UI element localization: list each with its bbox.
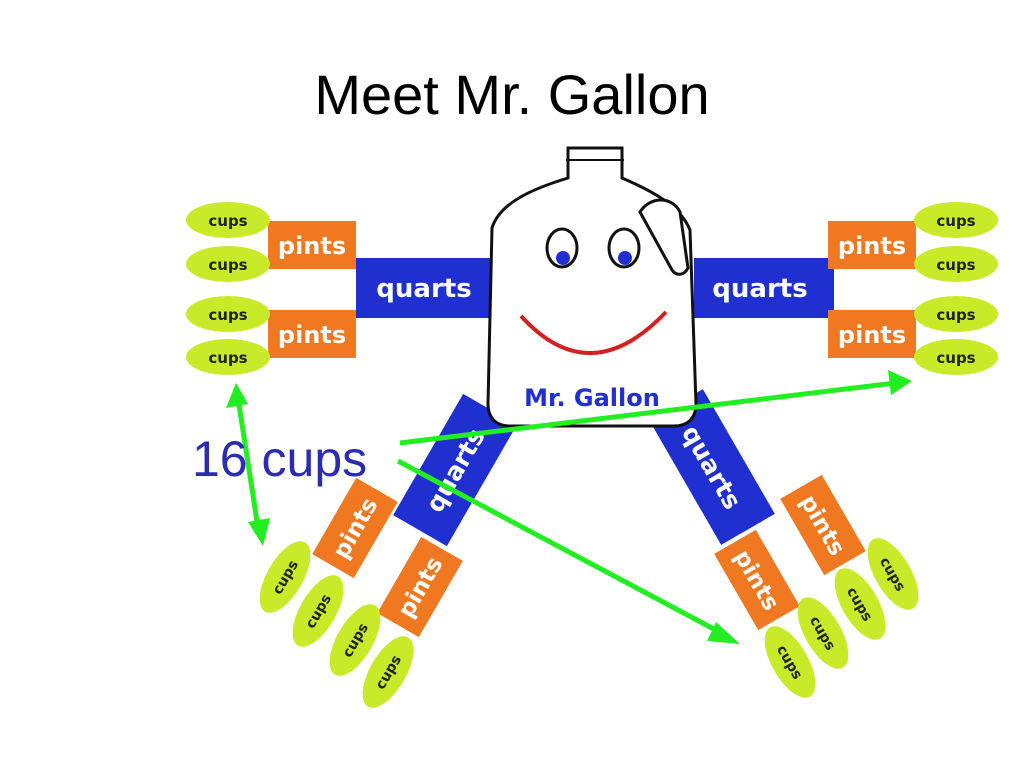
left-leg-cup-3	[329, 604, 381, 676]
left-leg-cup-2	[292, 575, 344, 647]
left-pupil	[556, 251, 570, 265]
right-quarts-label: quarts	[712, 274, 807, 304]
right-leg-cup-4	[764, 626, 816, 698]
right-leg-quarts-box	[649, 389, 775, 545]
right-cup-1-label: cups	[936, 212, 975, 230]
left-cup-3-label: cups	[208, 306, 247, 324]
right-leg-cup-2	[834, 568, 886, 640]
left-upper-pints-label: pints	[278, 232, 346, 260]
arrows	[226, 370, 912, 644]
right-cup-4	[914, 339, 998, 375]
left-cup-2	[186, 246, 270, 282]
left-cup-1	[186, 202, 270, 238]
right-upper-pints-box	[828, 221, 916, 269]
left-leg-pints-1-box	[312, 477, 398, 579]
right-arrow-head	[888, 370, 912, 395]
gallon-jug: Mr. Gallon	[486, 146, 698, 428]
left-arrow-head-down	[248, 518, 270, 546]
left-upper-pints-box	[268, 221, 356, 269]
right-leg-pints-2-box	[714, 529, 800, 631]
left-lower-pints-box	[268, 310, 356, 358]
right-leg: quarts pints pints cups cups cups cups	[649, 389, 919, 698]
left-quarts-box	[356, 258, 496, 318]
left-arm: quarts pints pints cups cups cups cups	[186, 202, 496, 375]
mascot-name-label: Mr. Gallon	[524, 384, 660, 412]
right-cup-3	[914, 296, 998, 332]
down-arrow-line	[396, 458, 727, 638]
left-lower-pints-label: pints	[278, 321, 346, 349]
left-double-arrow-line	[235, 397, 261, 529]
slide-title: Meet Mr. Gallon	[314, 63, 710, 126]
left-cup-1-label: cups	[208, 212, 247, 230]
left-leg-cup-1	[259, 541, 311, 613]
right-lower-pints-box	[828, 310, 916, 358]
jug-handle	[638, 198, 690, 276]
right-cup-3-label: cups	[936, 306, 975, 324]
sixteen-cups-callout: 16 cups	[192, 431, 368, 487]
right-upper-pints-label: pints	[838, 232, 906, 260]
left-cup-3	[186, 296, 270, 332]
left-arrow-head-up	[226, 383, 248, 408]
right-arm: quarts pints pints cups cups cups cups	[694, 202, 998, 375]
right-cup-1	[914, 202, 998, 238]
left-leg-cup-4	[362, 636, 414, 708]
left-leg-pints-2-box	[377, 536, 463, 638]
right-leg-pints-1-box	[780, 474, 866, 576]
right-leg-cup-3	[797, 597, 849, 669]
right-cup-2	[914, 246, 998, 282]
right-lower-pints-label: pints	[838, 321, 906, 349]
left-quarts-label: quarts	[376, 274, 471, 304]
right-quarts-box	[694, 258, 834, 318]
smile	[519, 310, 668, 355]
right-leg-cup-1	[867, 538, 919, 610]
right-arrow-line	[399, 380, 896, 446]
right-cup-2-label: cups	[936, 256, 975, 274]
down-arrow-head	[707, 622, 740, 644]
left-cup-2-label: cups	[208, 256, 247, 274]
right-cup-4-label: cups	[936, 349, 975, 367]
left-cup-4	[186, 339, 270, 375]
right-pupil	[618, 251, 632, 265]
left-cup-4-label: cups	[208, 349, 247, 367]
